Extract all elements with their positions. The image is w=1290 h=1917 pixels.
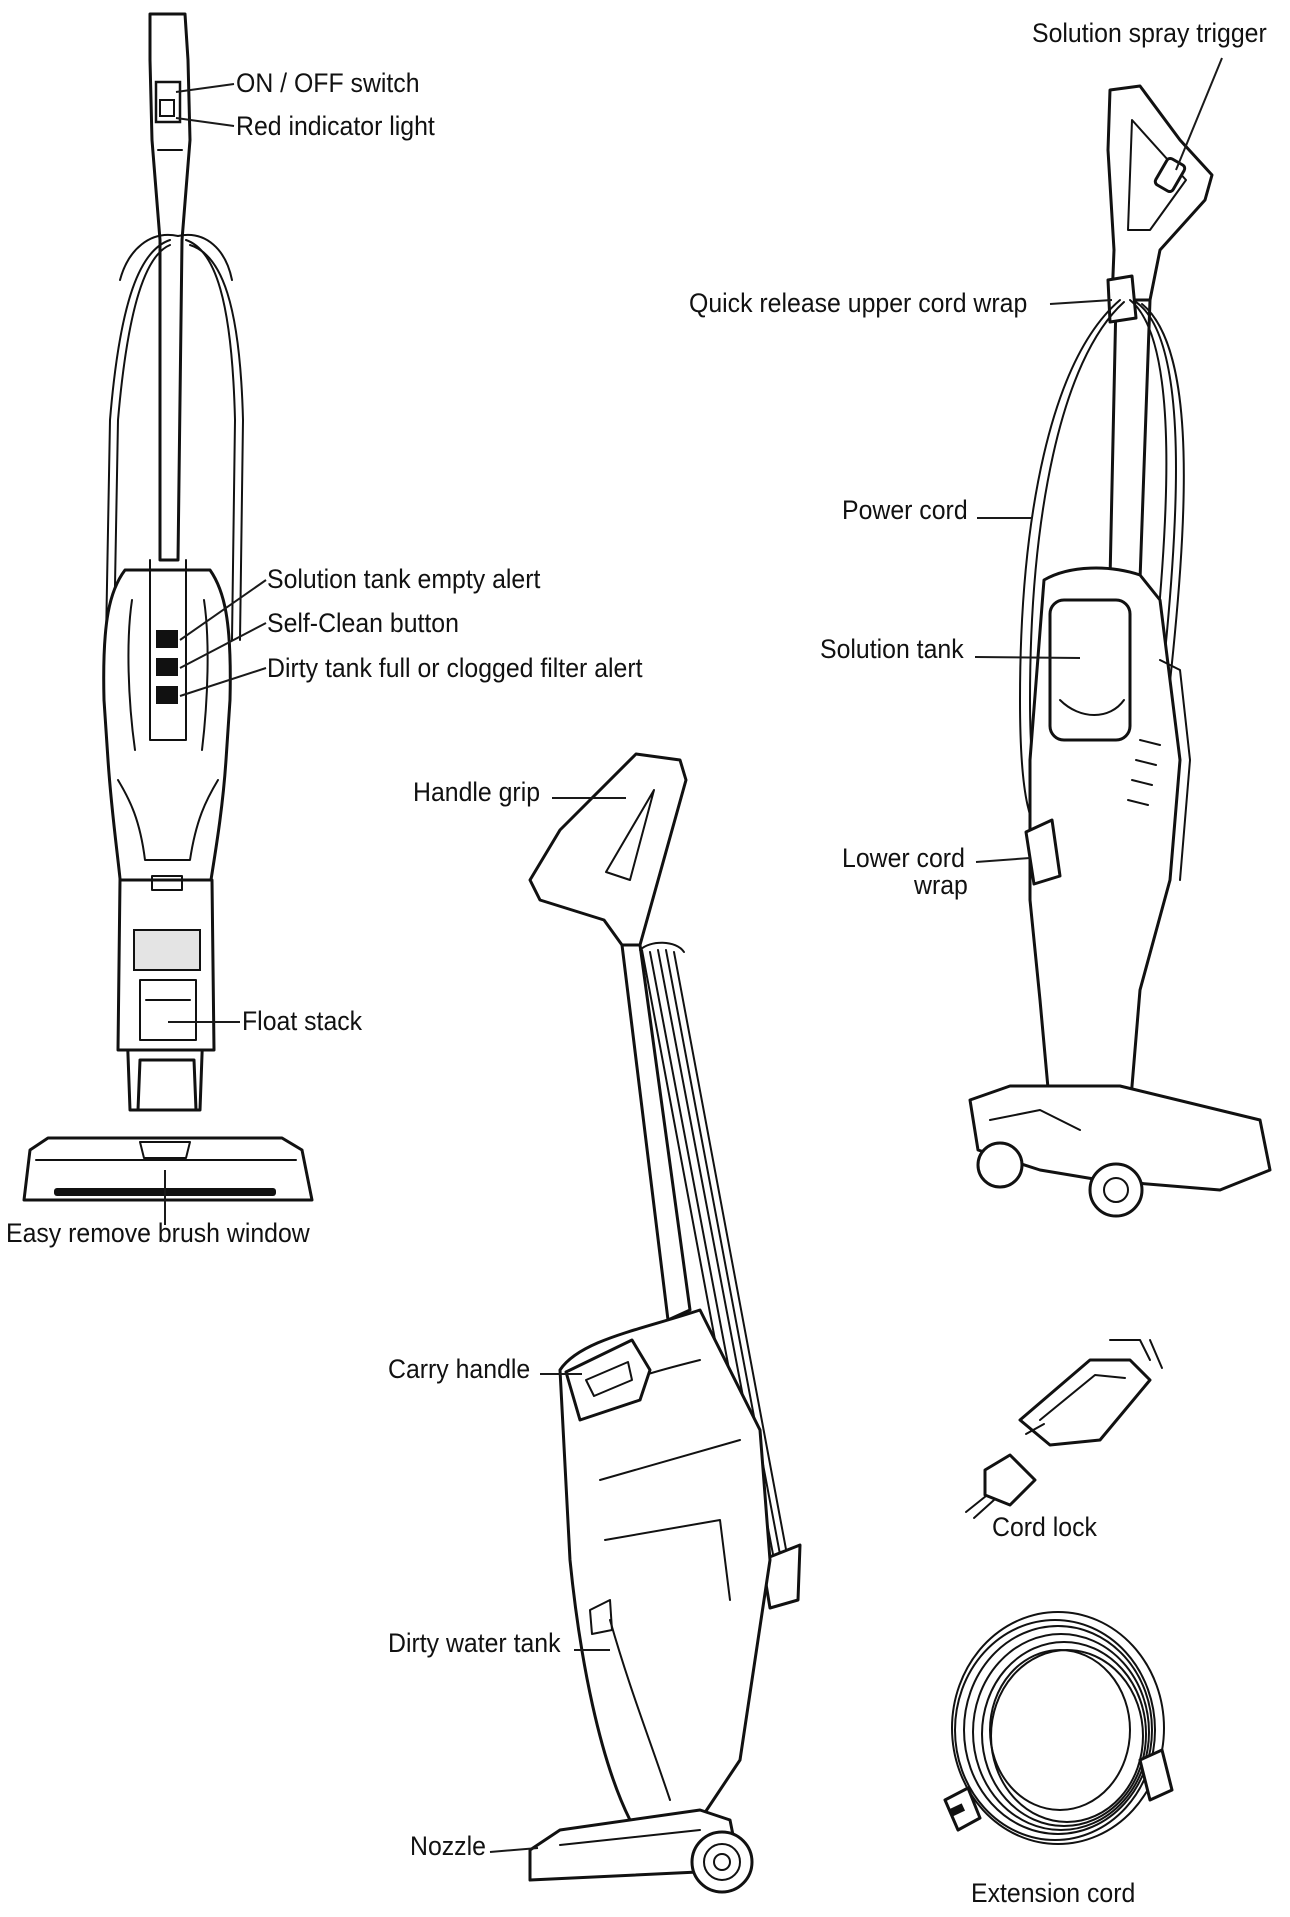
side-view-cleaner: [528, 752, 802, 1894]
label-solution-tank: Solution tank: [820, 634, 964, 664]
label-handle-grip: Handle grip: [413, 777, 541, 807]
label-power-cord: Power cord: [842, 495, 968, 525]
front-view-cleaner: [22, 12, 314, 1202]
label-red-indicator-light: Red indicator light: [236, 111, 435, 141]
label-carry-handle: Carry handle: [388, 1354, 531, 1384]
rear-view-cleaner: [968, 84, 1272, 1218]
label-quick-release-upper-cord-wrap: Quick release upper cord wrap: [689, 288, 1028, 318]
label-dirty-tank-alert: Dirty tank full or clogged filter alert: [267, 653, 643, 683]
label-nozzle: Nozzle: [410, 1831, 486, 1861]
solution-tank-graphic: [1048, 598, 1132, 742]
label-easy-remove-brush-window: Easy remove brush window: [6, 1218, 310, 1248]
label-dirty-water-tank: Dirty water tank: [388, 1628, 561, 1658]
solution-tank-alert-indicator: [156, 630, 178, 648]
leader-lines: [164, 57, 1223, 1853]
label-solution-spray-trigger: Solution spray trigger: [1032, 18, 1267, 48]
label-cord-lock: Cord lock: [992, 1512, 1097, 1542]
label-extension-cord: Extension cord: [971, 1878, 1136, 1908]
self-clean-button-graphic: [156, 658, 178, 676]
label-solution-tank-empty-alert: Solution tank empty alert: [267, 564, 541, 594]
label-on-off-switch: ON / OFF switch: [236, 68, 420, 98]
lower-cord-wrap-graphic: [1024, 818, 1062, 886]
label-lower-cord-wrap-line2: wrap: [914, 870, 968, 900]
label-lower-cord-wrap-line1: Lower cord: [842, 843, 965, 873]
label-self-clean-button: Self-Clean button: [267, 608, 459, 638]
label-float-stack: Float stack: [242, 1006, 363, 1036]
extension-cord-graphic: [943, 1611, 1174, 1845]
dirty-tank-alert-indicator: [156, 686, 178, 704]
cord-lock-graphic: [965, 1339, 1163, 1519]
